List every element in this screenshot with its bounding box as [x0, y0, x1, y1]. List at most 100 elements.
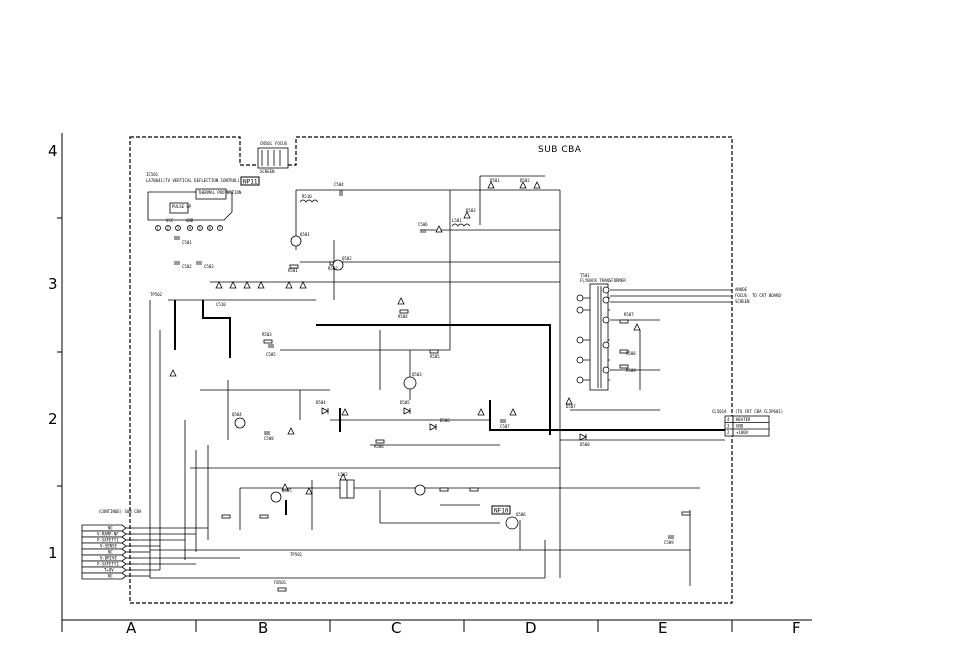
- ic-pin-6: 6: [209, 226, 212, 231]
- left-signal-9: NC: [108, 574, 113, 579]
- crt-pin-4-label: HEATER: [736, 417, 751, 422]
- crt-pin-2-label: +180V: [736, 430, 749, 435]
- top-connector-ref: CN501: [260, 141, 273, 146]
- fbt-crt-note: TO CRT BOARD: [752, 293, 781, 298]
- column-label-e: E: [658, 619, 667, 637]
- component-ref: R504: [398, 314, 408, 319]
- component-ref: R510: [302, 194, 312, 199]
- component-ref: R508: [626, 351, 636, 356]
- ic-pin-3: 3: [177, 226, 180, 231]
- column-label-f: F: [792, 619, 801, 637]
- np11-label: NP11: [243, 179, 258, 186]
- ic-pin-7: 7: [219, 226, 222, 231]
- component-ref: Q502: [342, 256, 352, 261]
- ic-block-thermal: THERMAL PROTECTION: [198, 190, 242, 195]
- component-ref: C506: [418, 222, 428, 227]
- component-ref: C510: [216, 302, 226, 307]
- np11-badge: NP11: [240, 176, 260, 186]
- sub-cba-connector: (CONTINUE) SUB CBA NC V-RAMP-NF P-SAFETY…: [81, 509, 142, 580]
- crt-connector-ref: CL501A: [712, 409, 727, 414]
- crt-connector: CL501A (TO CRT CBA CL5P601) 4 HEATER 3 G…: [712, 409, 783, 437]
- component-ref: C508: [264, 436, 274, 441]
- left-signal-4: V-SENSE: [100, 544, 117, 549]
- component-ref: D501: [490, 178, 500, 183]
- board-title: SUB CBA: [538, 145, 582, 155]
- component-ref: Q504: [232, 412, 242, 417]
- row-label-2: 2: [48, 410, 58, 428]
- component-ref: Q501: [300, 232, 310, 237]
- column-label-d: D: [525, 619, 537, 637]
- component-ref: FB501: [274, 580, 287, 585]
- ic-pin-4: 4: [189, 226, 192, 231]
- column-label-c: C: [391, 619, 401, 637]
- left-signal-1: NC: [108, 526, 113, 531]
- component-ref: D502: [520, 178, 530, 183]
- ic501-block: IC501 LA78041(TV VERTICAL DEFLECTION CON…: [146, 172, 242, 231]
- nf10-badge: NF10: [491, 505, 511, 515]
- fbt-ref: T501: [580, 273, 590, 278]
- flyback-transformer: T501 FLYBACK TRANSFORMER ANODE FOCUS SCR…: [576, 273, 781, 391]
- nf10-label: NF10: [494, 508, 509, 515]
- left-signal-6: V-DRIVE: [100, 556, 117, 561]
- component-ref: TP501: [290, 552, 303, 557]
- ic-desc: LA78041(TV VERTICAL DEFLECTION CONTROL): [146, 178, 240, 183]
- component-ref: D506: [440, 418, 450, 423]
- ic-pin-2: 2: [167, 226, 170, 231]
- left-signal-7: P-SAFETY2: [97, 562, 119, 567]
- component-ref: D508: [580, 442, 590, 447]
- component-ref: Q505: [282, 488, 292, 493]
- component-ref: D504: [316, 400, 326, 405]
- ic-pin-5: 5: [199, 226, 202, 231]
- component-ref: C502: [182, 264, 192, 269]
- component-ref: R501: [288, 268, 298, 273]
- component-labels: Q501 Q502 Q503 Q504 Q505 Q506 D501 D502 …: [150, 178, 674, 585]
- component-ref: D503: [466, 208, 476, 213]
- row-label-3: 3: [48, 275, 58, 293]
- component-ref: L501: [452, 218, 462, 223]
- component-ref: R502: [328, 266, 338, 271]
- column-label-b: B: [258, 619, 268, 637]
- component-ref: Q506: [516, 512, 526, 517]
- top-connector-focus: FOCUS: [275, 141, 288, 146]
- resistor-symbol: [221, 261, 691, 592]
- crt-pin-2-num: 2: [727, 430, 730, 435]
- ic-ref: IC501: [146, 172, 159, 177]
- left-signal-5: NC: [108, 550, 113, 555]
- left-signal-2: V-RAMP-NF: [97, 532, 119, 537]
- crt-pin-4-num: 4: [727, 417, 730, 422]
- component-ref: R506: [374, 444, 384, 449]
- column-label-a: A: [126, 619, 137, 637]
- component-ref: C504: [334, 182, 344, 187]
- board-outline: [129, 136, 733, 604]
- component-ref: L502: [338, 472, 348, 477]
- component-ref: Q503: [412, 372, 422, 377]
- fbt-desc: FLYBACK TRANSFORMER: [580, 278, 626, 283]
- component-ref: R505: [430, 354, 440, 359]
- crt-connector-title: (TO CRT CBA CL5P601): [735, 409, 783, 414]
- capacitor-symbol: [174, 190, 674, 539]
- inductor-symbol: [299, 199, 319, 203]
- row-label-4: 4: [48, 142, 58, 160]
- component-symbols: [169, 181, 691, 592]
- component-ref: TP502: [150, 292, 163, 297]
- top-connector: CN501 FOCUS SCREEN: [257, 141, 289, 174]
- row-label-1: 1: [48, 544, 58, 562]
- fbt-out-focus: FOCUS: [735, 293, 748, 298]
- wiring-network: [138, 175, 732, 586]
- ic-pin-gnd: GND: [186, 218, 194, 223]
- component-ref: D505: [400, 400, 410, 405]
- component-ref: R503: [262, 332, 272, 337]
- component-ref: C505: [266, 352, 276, 357]
- transistor-symbol: [234, 235, 519, 530]
- component-ref: C503: [204, 264, 214, 269]
- top-connector-screen: SCREEN: [260, 169, 275, 174]
- component-ref: R509: [626, 368, 636, 373]
- fbt-out-anode: ANODE: [735, 287, 748, 292]
- crt-pin-3-label: GND: [736, 424, 744, 429]
- left-signal-8: T+8V: [104, 568, 114, 573]
- component-ref: C501: [182, 240, 192, 245]
- ic-pin-1: 1: [157, 226, 160, 231]
- component-ref: D507: [566, 404, 576, 409]
- component-ref: R507: [624, 312, 634, 317]
